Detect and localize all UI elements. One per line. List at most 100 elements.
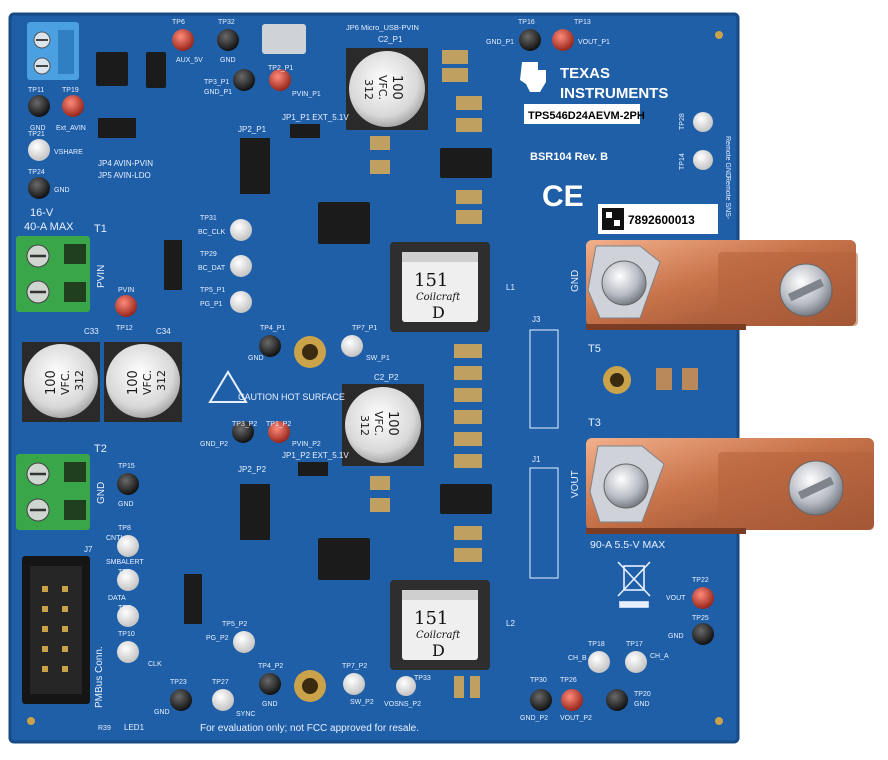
disclaimer: For evaluation only; not FCC approved fo… bbox=[200, 723, 419, 734]
lug-top-net: GND bbox=[570, 270, 581, 292]
svg-text:TP25: TP25 bbox=[692, 615, 709, 622]
c33-value-1: 100 bbox=[44, 370, 59, 395]
svg-text:VOUT_P1: VOUT_P1 bbox=[578, 39, 610, 46]
svg-text:TP3_P2: TP3_P2 bbox=[232, 421, 257, 428]
svg-text:Ext_AVIN: Ext_AVIN bbox=[56, 125, 86, 132]
brand-line-2: INSTRUMENTS bbox=[560, 85, 668, 102]
svg-text:AUX_5V: AUX_5V bbox=[176, 57, 203, 64]
inductor-l1 bbox=[390, 242, 490, 332]
c2-p1-label: C2_P1 bbox=[378, 35, 403, 44]
svg-text:TP20: TP20 bbox=[634, 691, 651, 698]
svg-text:TP22: TP22 bbox=[692, 577, 709, 584]
svg-text:TP28: TP28 bbox=[679, 113, 686, 130]
jp4-label: JP4 AVIN-PVIN bbox=[98, 159, 153, 168]
svg-text:CNTL: CNTL bbox=[106, 535, 124, 542]
svg-text:TP31: TP31 bbox=[200, 215, 217, 222]
inductor-l2 bbox=[390, 580, 490, 670]
jp1-p1-label: JP1_P1 EXT_5.1V bbox=[282, 113, 349, 122]
t3-label: T3 bbox=[588, 417, 601, 429]
c2-p1-value-3: 312 bbox=[362, 79, 375, 100]
output-rating: 90-A 5.5-V MAX bbox=[590, 539, 665, 551]
svg-text:TP10: TP10 bbox=[118, 631, 135, 638]
svg-text:GND: GND bbox=[154, 709, 170, 716]
capacitor-c34 bbox=[104, 342, 182, 422]
terminal-t5 bbox=[603, 366, 631, 394]
svg-text:TP9: TP9 bbox=[118, 569, 131, 576]
svg-text:TP5_P2: TP5_P2 bbox=[222, 621, 247, 628]
svg-text:TP15: TP15 bbox=[118, 463, 135, 470]
smd-components bbox=[370, 50, 482, 698]
l1-code: 151 bbox=[414, 270, 448, 291]
c2-p2-value-1: 100 bbox=[385, 411, 400, 436]
svg-text:GND: GND bbox=[118, 501, 134, 508]
svg-text:TP16: TP16 bbox=[518, 19, 535, 26]
svg-text:CH_B: CH_B bbox=[568, 655, 587, 662]
svg-text:TP6: TP6 bbox=[172, 19, 185, 26]
svg-text:GND_P2: GND_P2 bbox=[200, 441, 228, 448]
svg-text:SW_P2: SW_P2 bbox=[350, 699, 374, 706]
svg-text:TP29: TP29 bbox=[200, 251, 217, 258]
led1-label: LED1 bbox=[124, 723, 145, 732]
svg-text:TP12: TP12 bbox=[116, 325, 133, 332]
jp1-p2-label: JP1_P2 EXT_5.1V bbox=[282, 451, 349, 460]
svg-text:GND_P2: GND_P2 bbox=[520, 715, 548, 722]
c33-value-2: VFC. bbox=[59, 370, 72, 395]
svg-text:GND: GND bbox=[30, 125, 46, 132]
svg-text:TP4_P2: TP4_P2 bbox=[258, 663, 283, 670]
svg-text:TP4_P1: TP4_P1 bbox=[260, 325, 285, 332]
svg-text:SYNC: SYNC bbox=[236, 711, 255, 718]
svg-text:GND: GND bbox=[262, 701, 278, 708]
terminal-t1 bbox=[16, 236, 90, 312]
svg-text:GND: GND bbox=[634, 701, 650, 708]
c2-p2-value-3: 312 bbox=[358, 415, 371, 436]
jp5-label: JP5 AVIN-LDO bbox=[98, 171, 151, 180]
serial-number: 7892600013 bbox=[628, 213, 695, 227]
svg-text:GND_P1: GND_P1 bbox=[204, 89, 232, 96]
svg-text:GND: GND bbox=[668, 633, 684, 640]
r39-label: R39 bbox=[98, 725, 111, 732]
svg-text:PVIN_P2: PVIN_P2 bbox=[292, 441, 321, 448]
j7-label: J7 bbox=[84, 545, 93, 554]
svg-text:TP17: TP17 bbox=[626, 641, 643, 648]
j3-label: J3 bbox=[532, 315, 541, 324]
svg-text:TP7_P1: TP7_P1 bbox=[352, 325, 377, 332]
svg-text:GND: GND bbox=[220, 57, 236, 64]
lug-bottom-net: VOUT bbox=[570, 470, 581, 498]
svg-text:TP5_P1: TP5_P1 bbox=[200, 287, 225, 294]
caution-text: CAUTION HOT SURFACE bbox=[238, 392, 345, 402]
copper-lug-vout bbox=[586, 438, 874, 534]
copper-lug-gnd bbox=[586, 240, 858, 330]
board-title: TPS546D24AEVM-2PH bbox=[528, 110, 645, 122]
svg-text:Remote GND-: Remote GND- bbox=[724, 136, 731, 181]
svg-text:VOUT_P2: VOUT_P2 bbox=[560, 715, 592, 722]
c34-value-1: 100 bbox=[126, 370, 141, 395]
svg-text:VSHARE: VSHARE bbox=[54, 149, 83, 156]
capacitor-c2-p1 bbox=[346, 48, 428, 130]
svg-text:TP7: TP7 bbox=[118, 605, 131, 612]
c2-p2-value-2: VFC. bbox=[372, 411, 385, 436]
svg-text:TP14: TP14 bbox=[679, 153, 686, 170]
svg-text:VOSNS_P2: VOSNS_P2 bbox=[384, 701, 421, 708]
terminal-t2 bbox=[16, 454, 90, 530]
c34-label: C34 bbox=[156, 327, 171, 336]
svg-text:TP18: TP18 bbox=[588, 641, 605, 648]
jp6-label: JP6 Micro_USB-PVIN bbox=[346, 23, 419, 32]
c34-value-2: VFC. bbox=[141, 370, 154, 395]
svg-text:SMBALERT: SMBALERT bbox=[106, 559, 144, 566]
test-point-labels: TP6 AUX_5V TP32 GND TP11 GND TP19 Ext_AV… bbox=[28, 19, 731, 722]
svg-text:PVIN: PVIN bbox=[118, 287, 134, 294]
svg-text:TP8: TP8 bbox=[118, 525, 131, 532]
svg-text:Remote SNS-: Remote SNS- bbox=[724, 176, 731, 220]
svg-text:GND: GND bbox=[54, 187, 70, 194]
t5-label: T5 bbox=[588, 343, 601, 355]
test-points bbox=[28, 29, 714, 711]
svg-text:BC_DAT: BC_DAT bbox=[198, 265, 226, 272]
svg-text:TP26: TP26 bbox=[560, 677, 577, 684]
svg-text:PVIN_P1: PVIN_P1 bbox=[292, 91, 321, 98]
ti-logo-icon bbox=[520, 62, 546, 92]
pcb bbox=[10, 14, 738, 742]
aux-terminal-block bbox=[27, 22, 79, 80]
l2-code: 151 bbox=[414, 608, 448, 629]
board-revision: BSR104 Rev. B bbox=[530, 151, 608, 163]
svg-text:GND_P1: GND_P1 bbox=[486, 39, 514, 46]
